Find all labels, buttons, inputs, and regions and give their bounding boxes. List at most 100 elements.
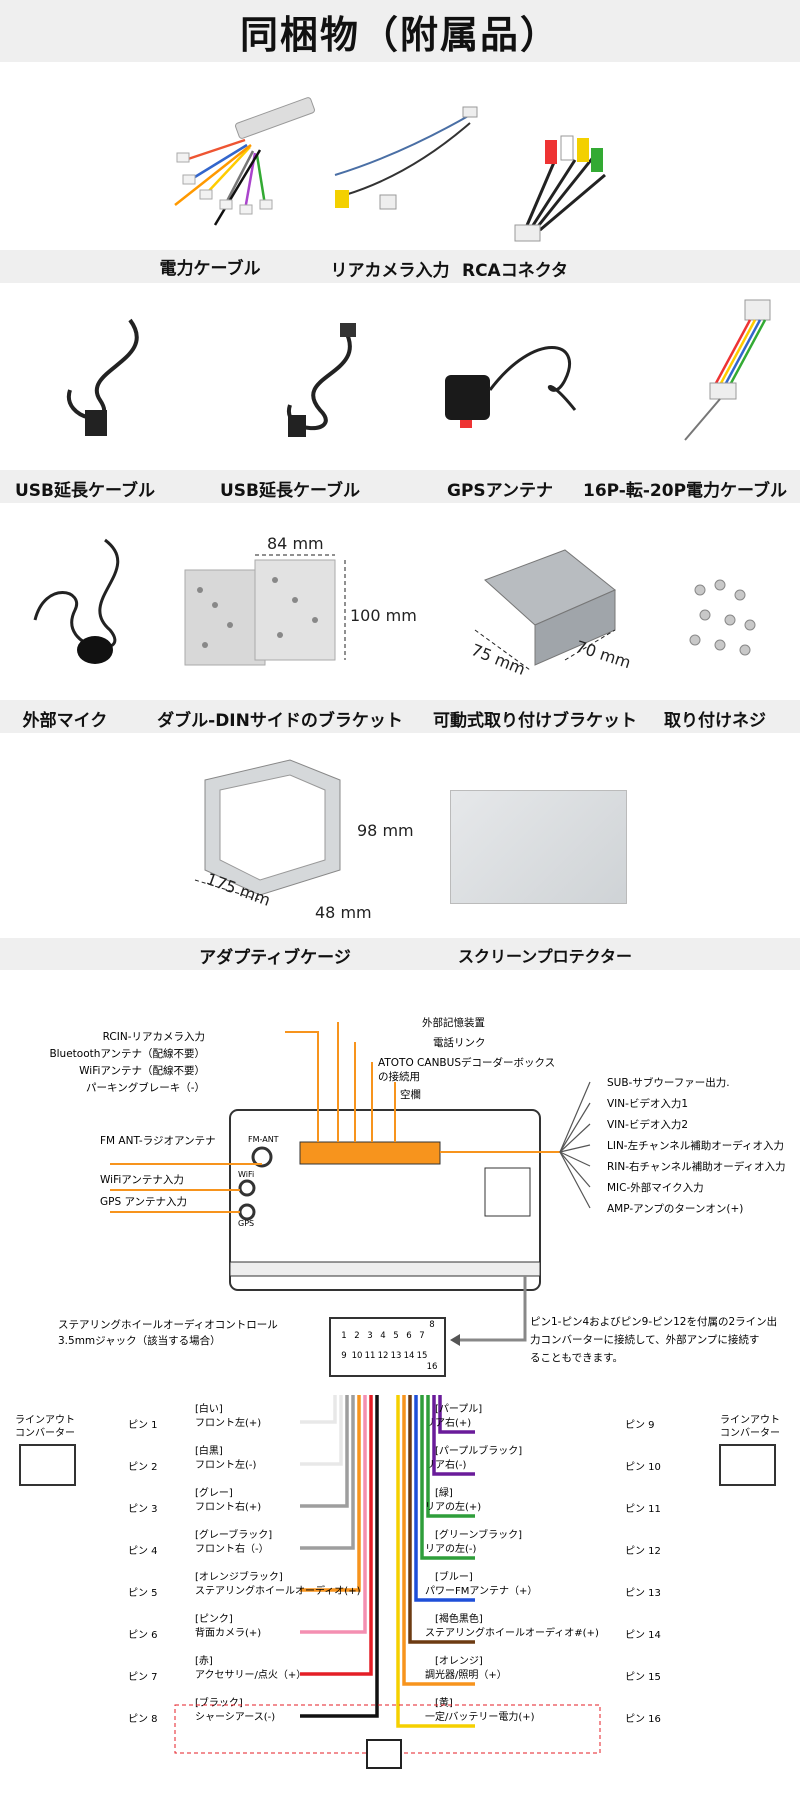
right-pin-wire-color: [パープル] [435, 1403, 482, 1415]
left-pin-number: ピン 5 [128, 1587, 158, 1599]
label-phone-link: 電話リンク [433, 1036, 486, 1049]
label-fm-ant: FM ANT-ラジオアンテナ [100, 1135, 216, 1147]
item-label-rca: RCAコネクタ [461, 261, 569, 281]
usb-port-block [484, 1167, 531, 1217]
connector-pin-13: 13 [391, 1351, 402, 1361]
rca-connector-image [514, 135, 606, 242]
gps-port [238, 1203, 256, 1221]
right-pin-wire-color: [褐色黒色] [435, 1612, 483, 1625]
label-ext-storage: 外部記憶装置 [422, 1016, 485, 1029]
dim-48mm: 48 mm [315, 903, 372, 922]
screws-image [689, 579, 756, 656]
left-pin-function: ステアリングホイールオーディオ(+) [195, 1584, 361, 1597]
right-pin-function: リアの左(+) [425, 1500, 481, 1513]
note-line-3: ることもできます。 [530, 1352, 623, 1364]
right-pin-number: ピン 15 [625, 1671, 661, 1683]
screen-protector-image [450, 790, 627, 904]
label-steering-2: 3.5mmジャック（該当する場合） [58, 1334, 221, 1347]
label-band-2 [0, 470, 800, 503]
left-pin-number: ピン 7 [128, 1671, 158, 1683]
label-rcin: RCIN-リアカメラ入力 [103, 1030, 205, 1043]
left-pin-wire [300, 1395, 337, 1424]
left-pin-function: アクセサリー/点火（+） [195, 1669, 306, 1681]
connector-pin-14: 14 [404, 1351, 415, 1361]
label-rin: RIN-右チャンネル補助オーディオ入力 [607, 1160, 786, 1173]
left-pin-number: ピン 6 [128, 1629, 158, 1641]
wifi-port [238, 1179, 256, 1197]
connector-pin-8: 8 [429, 1320, 434, 1330]
left-pin-wire [300, 1395, 367, 1634]
left-pin-function: フロント左(+) [195, 1416, 261, 1429]
right-pin-wire [396, 1395, 475, 1728]
item-label-din-bracket: ダブル-DINサイドのブラケット [157, 711, 403, 731]
connector-pin-6: 6 [406, 1331, 411, 1341]
right-pin-wire-color: [パープルブラック] [435, 1444, 522, 1457]
left-pin-wire-color: [赤] [195, 1655, 213, 1667]
main-connector-block [299, 1141, 441, 1165]
pin-connector [329, 1317, 446, 1377]
right-pin-wire [438, 1395, 475, 1434]
label-band-4 [0, 938, 800, 970]
connector-pin-4: 4 [380, 1331, 385, 1341]
left-pin-wire [300, 1395, 379, 1718]
right-pin-wire-color: [黄] [435, 1696, 453, 1709]
right-pin-function: リアの左(-) [425, 1542, 477, 1555]
label-wifi-antenna: WiFiアンテナ（配線不要） [79, 1064, 205, 1077]
item-label-power-cable: 電力ケーブル [159, 259, 261, 279]
item-label-cage: アダプティブケージ [199, 948, 351, 968]
connector-pin-9: 9 [341, 1351, 346, 1361]
battery-icon [366, 1739, 402, 1769]
left-pin-number: ピン 2 [128, 1461, 158, 1473]
connector-pin-15: 15 [417, 1351, 428, 1361]
line-out-converter-left [19, 1444, 76, 1486]
left-pin-wire-color: [ブラック] [195, 1696, 243, 1709]
usb-cable-2-image [286, 323, 356, 437]
movable-bracket-image [474, 549, 616, 671]
connector-pin-11: 11 [365, 1351, 376, 1361]
label-lin: LIN-左チャンネル補助オーディオ入力 [607, 1139, 784, 1152]
left-pin-wire [300, 1395, 343, 1466]
connector-pin-16: 16 [427, 1362, 438, 1372]
left-pin-wire-color: [白い] [195, 1402, 223, 1415]
right-pin-wire-color: [グリーンブラック] [435, 1528, 522, 1541]
converter-label-left-1: ラインアウト [15, 1414, 75, 1426]
label-band-3 [0, 700, 800, 733]
right-pin-wire [426, 1395, 475, 1518]
connector-pin-2: 2 [354, 1331, 359, 1341]
din-bracket-image [184, 554, 346, 666]
item-label-adapter: 16P-転-20P電力ケーブル [582, 481, 788, 501]
label-mic: MIC-外部マイク入力 [607, 1181, 704, 1194]
item-label-gps: GPSアンテナ [447, 481, 553, 501]
right-pin-function: リア右(+) [425, 1416, 471, 1429]
label-vin2: VIN-ビデオ入力2 [607, 1118, 688, 1131]
external-mic-image [33, 538, 120, 664]
left-pin-wire-color: [グレー] [195, 1486, 233, 1499]
right-pin-function: リア右(-) [425, 1458, 467, 1471]
connector-pin-3: 3 [367, 1331, 372, 1341]
label-steering-1: ステアリングホイールオーディオコントロール [58, 1318, 278, 1331]
gps-antenna-image [445, 346, 577, 428]
usb-cable-1-image [66, 318, 139, 436]
left-pin-wire-color: [ピンク] [195, 1613, 233, 1625]
label-vin1: VIN-ビデオ入力1 [607, 1097, 688, 1110]
unit-label-fm: FM-ANT [248, 1135, 279, 1144]
unit-label-gps: GPS [238, 1219, 254, 1228]
right-pin-wire [420, 1395, 475, 1560]
right-pin-wire-color: [ブルー] [435, 1570, 473, 1583]
label-parking-brake: パーキングブレーキ（-） [86, 1081, 205, 1094]
right-pin-number: ピン 16 [625, 1713, 661, 1725]
label-bt-antenna: Bluetoothアンテナ（配線不要） [49, 1047, 205, 1060]
connector-pin-12: 12 [378, 1351, 389, 1361]
battery-box [174, 1704, 601, 1754]
right-pin-wire-color: [緑] [435, 1486, 453, 1499]
left-pin-wire-color: [白黒] [195, 1444, 223, 1457]
item-label-usb-2: USB延長ケーブル [220, 481, 360, 501]
label-band-1 [0, 250, 800, 283]
label-canbus-2: の接続用 [378, 1070, 420, 1083]
right-pin-number: ピン 10 [625, 1461, 661, 1473]
left-pin-function: 背面カメラ(+) [195, 1626, 261, 1639]
dim-98mm: 98 mm [357, 821, 414, 840]
right-pin-number: ピン 14 [625, 1629, 661, 1641]
connector-pin-10: 10 [352, 1351, 363, 1361]
left-pin-wire [300, 1395, 355, 1550]
